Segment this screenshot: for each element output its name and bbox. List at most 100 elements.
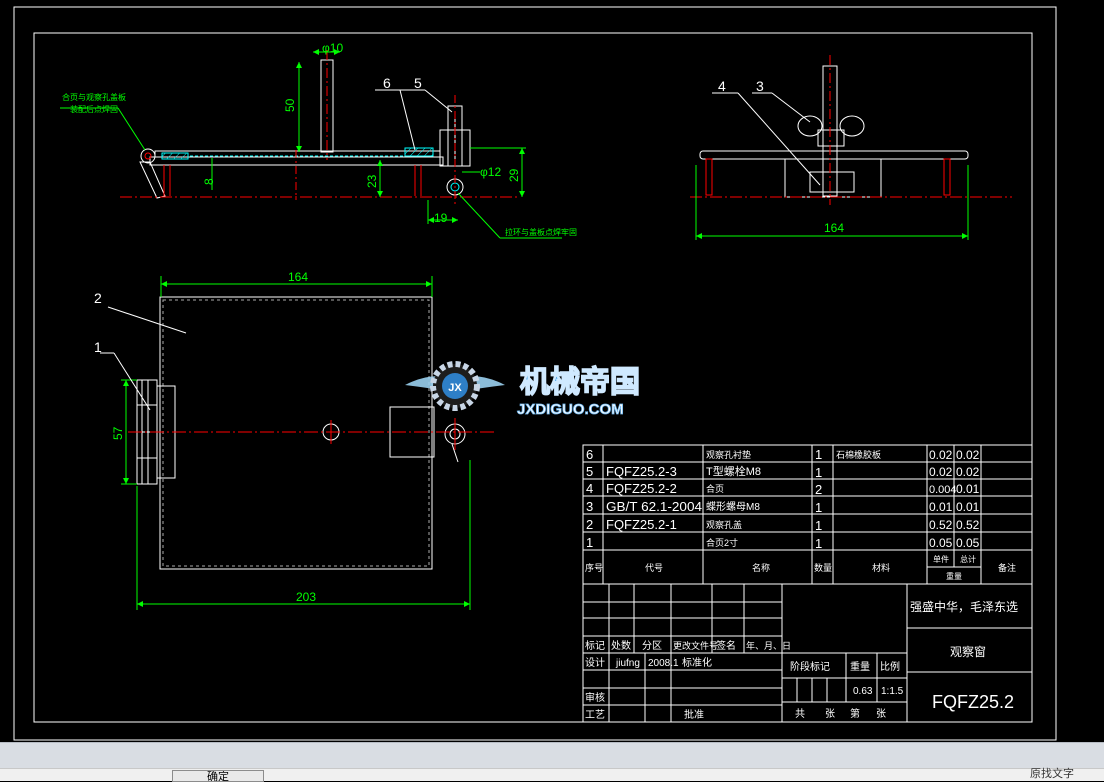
- row4-name: 合页: [706, 483, 724, 494]
- balloon-3: 3: [756, 78, 764, 94]
- row1-name: 合页2寸: [706, 537, 738, 548]
- weight-value: 0.63: [853, 686, 873, 697]
- company-name: 强盛中华，毛泽东选: [910, 599, 1018, 614]
- watermark-brand-en: JXDIGUO.COM: [517, 401, 624, 418]
- label-process: 工艺: [585, 709, 605, 721]
- dim-side-164: 164: [824, 221, 844, 235]
- label-page: 第: [850, 707, 860, 720]
- label-zone: 分区: [642, 640, 662, 652]
- parts-list-table: [582, 444, 1033, 585]
- dim-phi12: φ12: [480, 165, 501, 179]
- row2-total: 0.52: [956, 518, 980, 532]
- note-right: 拉环与盖板点焊牢固: [505, 227, 577, 237]
- dim-top-164: 164: [288, 270, 308, 284]
- label-doc: 更改文件号: [673, 640, 718, 651]
- top-view: [100, 276, 495, 610]
- label-sheet-2: 张: [876, 708, 886, 720]
- row5-qty: 1: [815, 465, 822, 480]
- header-no: 序号: [585, 562, 603, 573]
- ok-button[interactable]: 确定: [172, 770, 264, 782]
- row4-qty: 2: [815, 482, 822, 497]
- row6-qty: 1: [815, 447, 822, 462]
- dim-phi10: φ10: [322, 41, 343, 55]
- row4-unit: 0.004: [929, 484, 957, 496]
- note-left-2: 装配后点焊固: [70, 104, 118, 114]
- row5-name: T型螺栓M8: [706, 464, 761, 478]
- watermark-logo: JX 机械帝国 JXDIGUO.COM: [405, 361, 641, 418]
- scale-value: 1:1.5: [881, 686, 904, 697]
- row5-no: 5: [586, 464, 593, 479]
- front-view: [60, 49, 562, 239]
- row6-unit: 0.02: [929, 448, 953, 462]
- row5-unit: 0.02: [929, 465, 953, 479]
- row2-qty: 1: [815, 518, 822, 533]
- dim-29: 29: [507, 168, 521, 182]
- label-approve: 批准: [684, 708, 704, 721]
- label-total: 共: [795, 708, 805, 720]
- label-weight: 重量: [850, 660, 870, 673]
- note-left-1: 合页与观察孔盖板: [62, 92, 126, 102]
- label-count: 处数: [611, 639, 631, 652]
- outer-border: [13, 6, 1057, 741]
- dim-8: 8: [202, 178, 216, 185]
- title-block-grid: [582, 583, 1033, 723]
- watermark-brand-cn: 机械帝国: [520, 365, 640, 399]
- original-text-link[interactable]: 原找文字: [1030, 767, 1074, 780]
- balloon-4: 4: [718, 78, 726, 94]
- row3-code: GB/T 62.1-2004: [606, 499, 702, 514]
- dim-23: 23: [365, 174, 379, 188]
- label-sign: 签名: [716, 639, 736, 652]
- balloon-2: 2: [94, 290, 102, 306]
- row3-qty: 1: [815, 500, 822, 515]
- side-view: [690, 55, 1012, 240]
- row2-no: 2: [586, 517, 593, 532]
- row6-no: 6: [586, 447, 593, 462]
- dim-50: 50: [283, 98, 297, 112]
- row4-code: FQFZ25.2-2: [606, 481, 677, 496]
- label-standard: 标准化: [682, 656, 712, 669]
- header-qty: 数量: [814, 562, 832, 573]
- drawing-name: 观察窗: [950, 645, 986, 659]
- header-total: 总计: [960, 554, 976, 564]
- header-remark: 备注: [998, 562, 1016, 573]
- header-name: 名称: [752, 562, 770, 573]
- header-material: 材料: [872, 562, 890, 573]
- balloon-6: 6: [383, 75, 391, 91]
- row6-name: 观察孔衬垫: [706, 449, 751, 460]
- label-check: 审核: [585, 691, 605, 704]
- balloon-1: 1: [94, 339, 102, 355]
- drawing-svg: φ10 50 8 23 29 φ12 19 6 5 合页与观察孔盖板 装配后点焊…: [13, 6, 1057, 741]
- row1-unit: 0.05: [929, 536, 953, 550]
- designer-name: jiufng: [615, 658, 640, 669]
- row6-material: 石棉橡胶板: [836, 449, 881, 460]
- label-mark: 标记: [585, 640, 605, 652]
- row4-no: 4: [586, 481, 593, 496]
- dim-57: 57: [111, 426, 125, 440]
- parts-list-text: 6 观察孔衬垫 1 石棉橡胶板 0.02 0.02 5 FQFZ25.2-3 T…: [585, 447, 1016, 581]
- row1-no: 1: [586, 535, 593, 550]
- row3-unit: 0.01: [929, 500, 953, 514]
- drawing-number: FQFZ25.2: [932, 692, 1014, 712]
- row5-code: FQFZ25.2-3: [606, 464, 677, 479]
- balloon-5: 5: [414, 75, 422, 91]
- row2-unit: 0.52: [929, 518, 953, 532]
- header-code: 代号: [645, 563, 663, 573]
- dim-203: 203: [296, 590, 316, 604]
- label-design: 设计: [585, 656, 605, 669]
- label-stage: 阶段标记: [790, 660, 830, 673]
- design-date: 2008.1: [648, 658, 679, 669]
- dialog-button-bar: [0, 768, 1104, 781]
- label-scale: 比例: [880, 660, 900, 673]
- label-sheet-1: 张: [825, 708, 835, 720]
- row4-total: 0.01: [956, 482, 980, 496]
- inner-border: [33, 32, 1033, 723]
- row3-no: 3: [586, 499, 593, 514]
- title-block-text: 标记 处数 分区 更改文件号 签名 年、月、日 设计 jiufng 2008.1…: [585, 599, 1018, 721]
- row5-total: 0.02: [956, 465, 980, 479]
- cad-drawing-canvas[interactable]: φ10 50 8 23 29 φ12 19 6 5 合页与观察孔盖板 装配后点焊…: [0, 0, 1104, 742]
- watermark-emblem: JX: [448, 382, 462, 394]
- row1-total: 0.05: [956, 536, 980, 550]
- row2-code: FQFZ25.2-1: [606, 517, 677, 532]
- row2-name: 观察孔盖: [706, 519, 742, 530]
- label-date: 年、月、日: [746, 640, 791, 651]
